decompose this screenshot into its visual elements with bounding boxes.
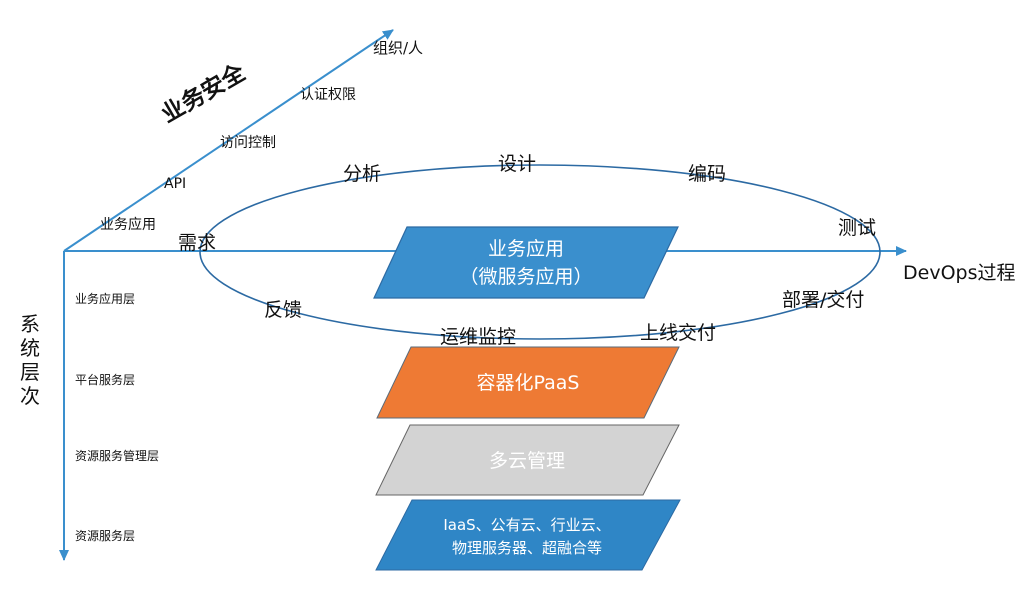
- stage-deploy-deliver: 部署/交付: [782, 289, 864, 311]
- system-axis-title-char-4: 次: [20, 384, 40, 408]
- stage-design: 设计: [498, 153, 536, 175]
- layer-resource-management: 资源服务管理层: [75, 448, 159, 463]
- stage-feedback: 反馈: [264, 299, 302, 321]
- stage-coding: 编码: [688, 163, 726, 185]
- stage-go-live: 上线交付: [640, 322, 716, 344]
- security-label-auth: 认证权限: [300, 87, 356, 103]
- layer-platform-service: 平台服务层: [75, 372, 135, 387]
- devops-cycle-ellipse: [199, 164, 881, 340]
- block-business-app-line2: （微服务应用）: [459, 266, 592, 288]
- block-iaas-line2: 物理服务器、超融合等: [452, 539, 602, 557]
- block-multi-cloud: [375, 424, 680, 496]
- devops-axis-title: DevOps过程: [903, 262, 1015, 284]
- system-axis-title: 系 统 层 次: [20, 312, 40, 408]
- stage-requirement: 需求: [178, 232, 216, 254]
- security-label-api: API: [164, 176, 186, 192]
- block-business-app-line1: 业务应用: [488, 238, 564, 260]
- system-axis-title-char-1: 系: [20, 312, 40, 336]
- stage-analysis: 分析: [343, 163, 381, 185]
- system-axis-title-char-2: 统: [20, 336, 40, 360]
- block-iaas-line1: IaaS、公有云、行业云、: [443, 516, 610, 534]
- stage-testing: 测试: [838, 217, 876, 239]
- security-label-org: 组织/人: [373, 39, 423, 57]
- layer-business-app: 业务应用层: [75, 291, 135, 306]
- block-container-paas-label: 容器化PaaS: [477, 372, 580, 394]
- security-label-business-app: 业务应用: [100, 216, 156, 233]
- block-container-paas: [376, 346, 680, 419]
- security-axis-line: [63, 29, 394, 252]
- layer-resource-service: 资源服务层: [75, 528, 135, 543]
- block-multi-cloud-label: 多云管理: [489, 450, 565, 472]
- security-label-access-control: 访问控制: [220, 135, 276, 151]
- block-business-app: [373, 226, 679, 299]
- block-iaas: [375, 499, 681, 571]
- stage-ops-monitor: 运维监控: [440, 326, 516, 348]
- system-axis-title-char-3: 层: [20, 360, 40, 384]
- security-axis-title: 业务安全: [157, 58, 251, 128]
